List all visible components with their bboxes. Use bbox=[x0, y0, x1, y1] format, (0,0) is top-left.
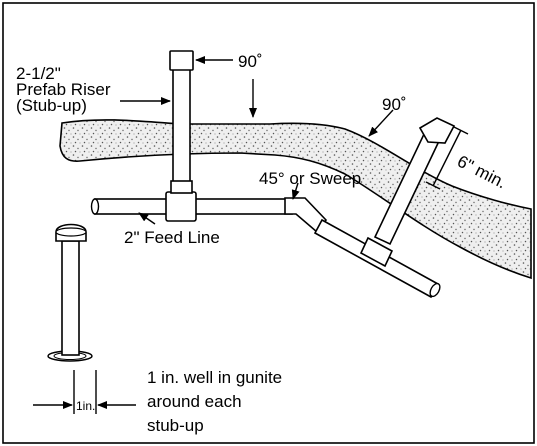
arrow-to-sweep bbox=[291, 182, 300, 200]
tee-fitting bbox=[165, 191, 197, 222]
left-riser bbox=[169, 50, 194, 194]
arrow-to-right-90 bbox=[368, 109, 394, 137]
top-90-label: 90˚ bbox=[238, 52, 263, 71]
well-note-line2: around each bbox=[147, 392, 242, 411]
riser-size-label: 2-1/2" bbox=[16, 64, 61, 83]
feed-line-label: 2" Feed Line bbox=[124, 228, 220, 247]
min-depth-label: 6" min. bbox=[454, 152, 509, 193]
right-90-label: 90˚ bbox=[382, 95, 407, 114]
well-note-line1: 1 in. well in gunite bbox=[147, 368, 282, 387]
sweep-label: 45° or Sweep bbox=[259, 169, 361, 188]
right-riser bbox=[359, 117, 456, 268]
one-inch-label: 1in. bbox=[76, 399, 95, 413]
well-note-line3: stub-up bbox=[147, 416, 204, 435]
depth-dimension bbox=[425, 126, 469, 190]
stub-up-example bbox=[47, 223, 93, 362]
riser-stubup-label: (Stub-up) bbox=[16, 96, 87, 115]
riser-name-label: Prefab Riser bbox=[16, 80, 111, 99]
well-dimension bbox=[33, 370, 136, 414]
arrow-to-feed-line bbox=[138, 212, 156, 225]
